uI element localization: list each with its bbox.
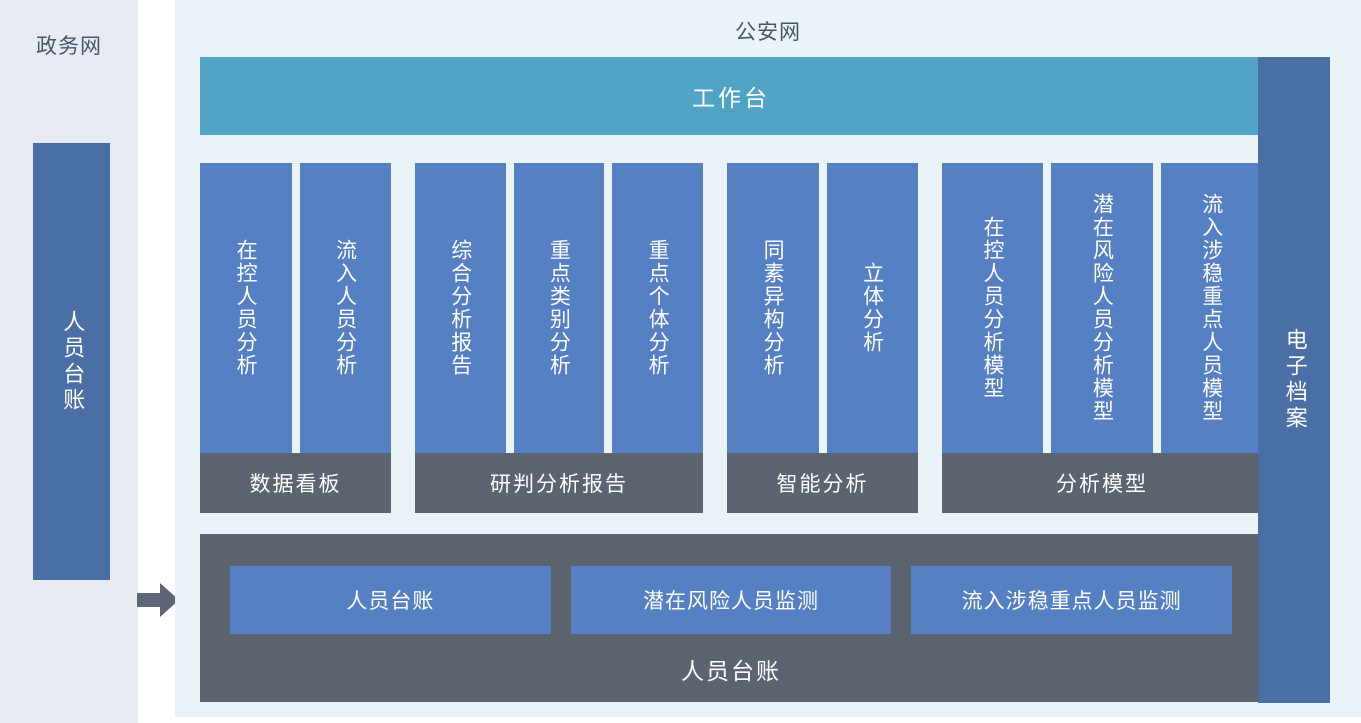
card-qianzai-fengxian-renyuan-fenxi-moxing[interactable]: 潜在风险人员分析模型 xyxy=(1051,163,1153,453)
card-label: 在控人员分析模型 xyxy=(981,216,1006,400)
card-liti-fenxi[interactable]: 立体分析 xyxy=(826,163,918,453)
card-liuru-shewen-zhongdian-renyuan-moxing[interactable]: 流入涉稳重点人员模型 xyxy=(1160,163,1262,453)
card-zonghe-fenxi-baogao[interactable]: 综合分析报告 xyxy=(415,163,506,453)
button-label: 流入涉稳重点人员监测 xyxy=(961,589,1182,613)
card-tongsu-yigou-fenxi[interactable]: 同素异构分析 xyxy=(727,163,819,453)
card-label: 综合分析报告 xyxy=(448,239,473,377)
personnel-ledger-source-bar[interactable]: 人员台账 xyxy=(33,143,110,580)
group-bar-label: 智能分析 xyxy=(776,472,869,496)
card-label: 同素异构分析 xyxy=(761,239,786,377)
group-bar-data-dashboard[interactable]: 数据看板 xyxy=(200,453,391,513)
card-label: 流入涉稳重点人员模型 xyxy=(1199,193,1224,423)
module-groups: 在控人员分析 流入人员分析 数据看板 综合分析报告 重点类别 xyxy=(200,163,1262,513)
card-label: 潜在风险人员分析模型 xyxy=(1090,193,1115,423)
group-intelligent-analysis: 同素异构分析 立体分析 智能分析 xyxy=(727,163,918,513)
group-data-dashboard-cards: 在控人员分析 流入人员分析 xyxy=(200,163,391,453)
button-qianzai-fengxian-renyuan-jiance[interactable]: 潜在风险人员监测 xyxy=(570,566,892,634)
card-label: 重点类别分析 xyxy=(547,239,572,377)
button-label: 潜在风险人员监测 xyxy=(643,589,819,613)
group-intelligent-analysis-cards: 同素异构分析 立体分析 xyxy=(727,163,918,453)
card-label: 在控人员分析 xyxy=(234,239,259,377)
button-renyuan-taizhang[interactable]: 人员台账 xyxy=(230,566,551,634)
public-security-network-panel: 公安网 工作台 在控人员分析 流入人员分析 数据看板 xyxy=(175,0,1361,717)
card-label: 流入人员分析 xyxy=(333,239,358,377)
group-bar-label: 数据看板 xyxy=(249,472,342,496)
public-security-network-title: 公安网 xyxy=(735,20,801,44)
group-analysis-report-cards: 综合分析报告 重点类别分析 重点个体分析 xyxy=(415,163,704,453)
group-bar-intelligent-analysis[interactable]: 智能分析 xyxy=(727,453,918,513)
arrow-right-icon xyxy=(137,583,179,617)
card-zaikong-renyuan-fenxi[interactable]: 在控人员分析 xyxy=(200,163,292,453)
button-liuru-shewen-zhongdian-renyuan-jiance[interactable]: 流入涉稳重点人员监测 xyxy=(911,566,1233,634)
group-analysis-report: 综合分析报告 重点类别分析 重点个体分析 研判分析报告 xyxy=(415,163,704,513)
group-data-dashboard: 在控人员分析 流入人员分析 数据看板 xyxy=(200,163,391,513)
group-analysis-model-cards: 在控人员分析模型 潜在风险人员分析模型 流入涉稳重点人员模型 xyxy=(942,163,1262,453)
government-network-panel: 政务网 人员台账 xyxy=(0,0,138,723)
electronic-archive-label: 电子档案 xyxy=(1281,328,1307,432)
group-analysis-model: 在控人员分析模型 潜在风险人员分析模型 流入涉稳重点人员模型 分析模型 xyxy=(942,163,1262,513)
card-zhongdian-geti-fenxi[interactable]: 重点个体分析 xyxy=(612,163,704,453)
government-network-title: 政务网 xyxy=(36,34,102,58)
card-liuru-renyuan-fenxi[interactable]: 流入人员分析 xyxy=(299,163,391,453)
card-zhongdian-leibie-fenxi[interactable]: 重点类别分析 xyxy=(513,163,605,453)
group-bar-analysis-report[interactable]: 研判分析报告 xyxy=(415,453,703,513)
card-label: 重点个体分析 xyxy=(646,239,671,377)
personnel-ledger-caption: 人员台账 xyxy=(681,659,781,685)
group-bar-analysis-model[interactable]: 分析模型 xyxy=(942,453,1262,513)
card-zaikong-renyuan-fenxi-moxing[interactable]: 在控人员分析模型 xyxy=(942,163,1044,453)
electronic-archive-bar[interactable]: 电子档案 xyxy=(1258,57,1330,703)
workbench-label: 工作台 xyxy=(692,86,770,112)
personnel-ledger-source-label: 人员台账 xyxy=(59,309,85,414)
workbench-bar[interactable]: 工作台 xyxy=(200,57,1262,135)
personnel-ledger-panel: 人员台账 潜在风险人员监测 流入涉稳重点人员监测 人员台账 xyxy=(200,534,1262,702)
personnel-ledger-buttons: 人员台账 潜在风险人员监测 流入涉稳重点人员监测 xyxy=(230,566,1233,634)
button-label: 人员台账 xyxy=(346,589,435,613)
group-bar-label: 研判分析报告 xyxy=(490,472,628,496)
group-bar-label: 分析模型 xyxy=(1056,472,1148,496)
card-label: 立体分析 xyxy=(860,262,885,354)
